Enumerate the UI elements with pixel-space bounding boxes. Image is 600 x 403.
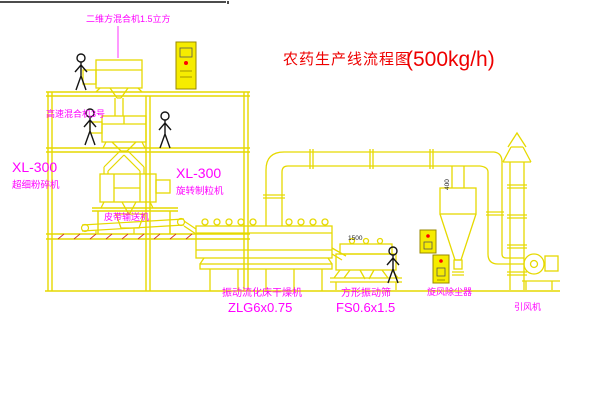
worker-figure: [158, 111, 172, 149]
floor-hatch: [57, 233, 193, 240]
cyclone-dust-collector: [439, 166, 477, 276]
label-top-mixer: 二维方混合机1.5立方: [86, 13, 171, 24]
label-dryer-model: ZLG6x0.75: [228, 300, 292, 315]
label-granulator-name: 旋转制粒机: [176, 185, 224, 197]
indicator-light: [439, 259, 443, 263]
label-belt-conveyor: 皮带输送机: [104, 211, 149, 222]
induced-draft-fan: [522, 253, 560, 290]
building-frame: [45, 91, 560, 292]
indicator-light: [426, 234, 430, 238]
control-cabinet-top: [175, 41, 197, 90]
label-granulator-model: XL-300: [176, 165, 221, 181]
y-splitter-pipe: [103, 150, 145, 174]
belt-conveyor: [80, 217, 186, 234]
control-cabinet-screen: [419, 229, 437, 254]
label-fan: 引风机: [514, 301, 541, 312]
label-cyclone: 旋风除尘器: [427, 286, 472, 297]
label-dryer-name: 振动流化床干燥机: [222, 286, 302, 299]
dimension-400: 400: [444, 179, 451, 190]
drawing-title: 农药生产线流程图: [283, 51, 411, 68]
fluid-bed-dryer: [183, 218, 347, 291]
vibrating-screen: [330, 237, 402, 290]
drawing-capacity: (500kg/h): [406, 48, 495, 71]
label-high-speed-mixer: 高速混合机3号: [46, 108, 105, 119]
exhaust-stack: [502, 131, 532, 290]
indicator-light: [184, 61, 188, 65]
two-dimensional-mixer: [82, 59, 143, 116]
dimension-1500: 1500: [348, 235, 363, 242]
label-screen-model: FS0.6x1.5: [336, 300, 395, 315]
exhaust-duct: [263, 149, 524, 265]
label-mill-model: XL-300: [12, 159, 57, 175]
high-speed-mixer: [89, 115, 147, 152]
control-cabinet-cyclone: [432, 254, 450, 284]
window-edge-line: [0, 1, 229, 4]
label-mill-name: 超细粉碎机: [12, 179, 60, 191]
label-screen-name: 方形振动筛: [341, 286, 391, 299]
rotary-granulator: [99, 173, 171, 229]
